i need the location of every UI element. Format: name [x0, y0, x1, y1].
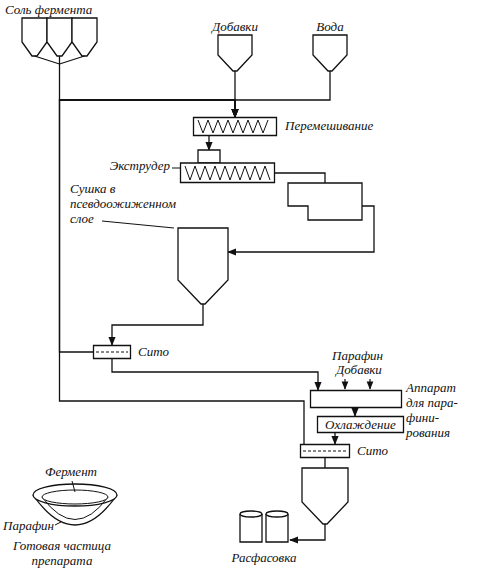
node-shape	[300, 444, 350, 458]
feed-arrow	[344, 379, 345, 389]
outlet-line	[329, 71, 330, 73]
node-label: Расфасовка	[232, 550, 297, 565]
flow-connector	[334, 433, 335, 444]
sieve-mesh	[96, 352, 128, 353]
node-shape	[313, 35, 347, 73]
shell-rim	[33, 484, 117, 506]
outlet-line	[60, 56, 85, 64]
flow-connector	[112, 359, 318, 390]
node-label: Охлаждение	[317, 416, 404, 433]
outlet-line	[202, 304, 203, 306]
feed-throat	[198, 150, 220, 163]
water-hopper: Вода	[313, 35, 347, 73]
node-label: Аппарат для пара- фини- рования	[406, 380, 466, 440]
node-shape	[310, 390, 402, 408]
sieve-mesh	[303, 451, 347, 452]
flow-connector	[290, 458, 325, 540]
node-shape	[193, 117, 277, 136]
node-label: Сито	[357, 443, 388, 458]
extruder: Экструдер	[180, 150, 275, 183]
node-label: Экструдер	[110, 158, 170, 173]
hopper-outline	[218, 35, 252, 71]
container-lid	[266, 511, 288, 517]
hopper-outline	[22, 18, 47, 56]
node-shape	[238, 508, 290, 544]
node-label: Добавки	[212, 19, 258, 34]
dryer-outline	[178, 228, 228, 304]
leader-line	[55, 522, 61, 525]
flow-connector	[112, 306, 203, 345]
flow-connector	[208, 136, 209, 150]
sieve-outline	[94, 346, 131, 359]
node-shape	[180, 150, 275, 183]
sieve-outline	[301, 445, 350, 458]
flow-connector	[60, 64, 236, 117]
node-label: Перемешивание	[285, 118, 373, 133]
packaging-containers: Расфасовка	[238, 508, 290, 544]
dryer-vessel: Сушка в псевдоожиженном слое	[178, 228, 228, 306]
note-label: Парафин	[3, 518, 54, 533]
flow-connector	[60, 100, 305, 444]
mixer-box: Перемешивание	[193, 117, 277, 136]
hopper-outline	[47, 18, 72, 56]
outlet-line	[234, 71, 235, 73]
container-outline	[266, 514, 288, 542]
flow-connector	[60, 100, 236, 352]
screw-symbol	[185, 166, 270, 180]
salt-hoppers: Соль фермента	[22, 18, 97, 64]
extruder-barrel	[181, 163, 275, 183]
box-outline	[311, 391, 402, 408]
flow-connector	[235, 73, 330, 117]
outlet-line	[35, 56, 60, 64]
product-hopper	[302, 468, 348, 524]
hopper-outline	[72, 18, 97, 56]
node-shape	[22, 18, 97, 64]
note-label: Парафин	[332, 348, 383, 363]
container-lid	[240, 511, 262, 517]
note-label: Готовая частица препарата	[12, 538, 112, 568]
node-label: Соль фермента	[5, 2, 92, 17]
leader-line	[172, 168, 180, 169]
leader-line	[102, 221, 174, 228]
mixer-outline	[194, 118, 277, 136]
paraffin-coater: Аппарат для пара- фини- рования	[310, 390, 402, 408]
hopper-outlet	[324, 524, 325, 526]
flow-connector	[228, 173, 374, 252]
node-label: Вода	[316, 19, 343, 34]
node-shape	[218, 35, 252, 73]
stepped-unit	[288, 183, 362, 220]
cooler-box: Охлаждение	[317, 416, 404, 433]
note-label: Добавки	[336, 362, 382, 377]
node-shape	[178, 228, 228, 306]
hopper-outline	[313, 35, 347, 71]
screw-symbol	[198, 120, 268, 133]
box-outline	[318, 417, 404, 433]
leader-line	[72, 481, 75, 492]
node-shape	[93, 345, 131, 359]
outlet-line	[59, 56, 60, 64]
feed-arrow	[369, 379, 370, 389]
sieve: Сито	[300, 444, 350, 458]
flow-connector	[354, 408, 355, 416]
additive-hopper: Добавки	[218, 35, 252, 73]
note-label: Фермент	[45, 464, 97, 479]
container-outline	[240, 514, 262, 542]
enzyme-core	[42, 490, 108, 504]
node-label: Сушка в псевдоожиженном слое	[70, 181, 170, 226]
node-label: Сито	[138, 344, 169, 359]
sieve: Сито	[93, 345, 131, 359]
